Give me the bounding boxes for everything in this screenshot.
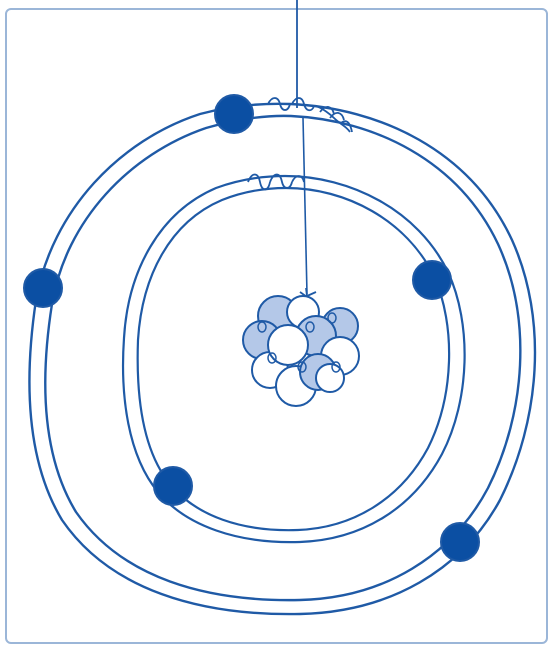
nucleus-string <box>303 118 307 294</box>
neutron <box>268 325 308 365</box>
electron-outer-bottom-left <box>154 467 192 505</box>
electron-outer-top <box>215 95 253 133</box>
electron-outer-left <box>24 269 62 307</box>
electron-inner-right <box>413 261 451 299</box>
electron-outer-bottom-right <box>441 523 479 561</box>
nucleus <box>243 296 359 406</box>
